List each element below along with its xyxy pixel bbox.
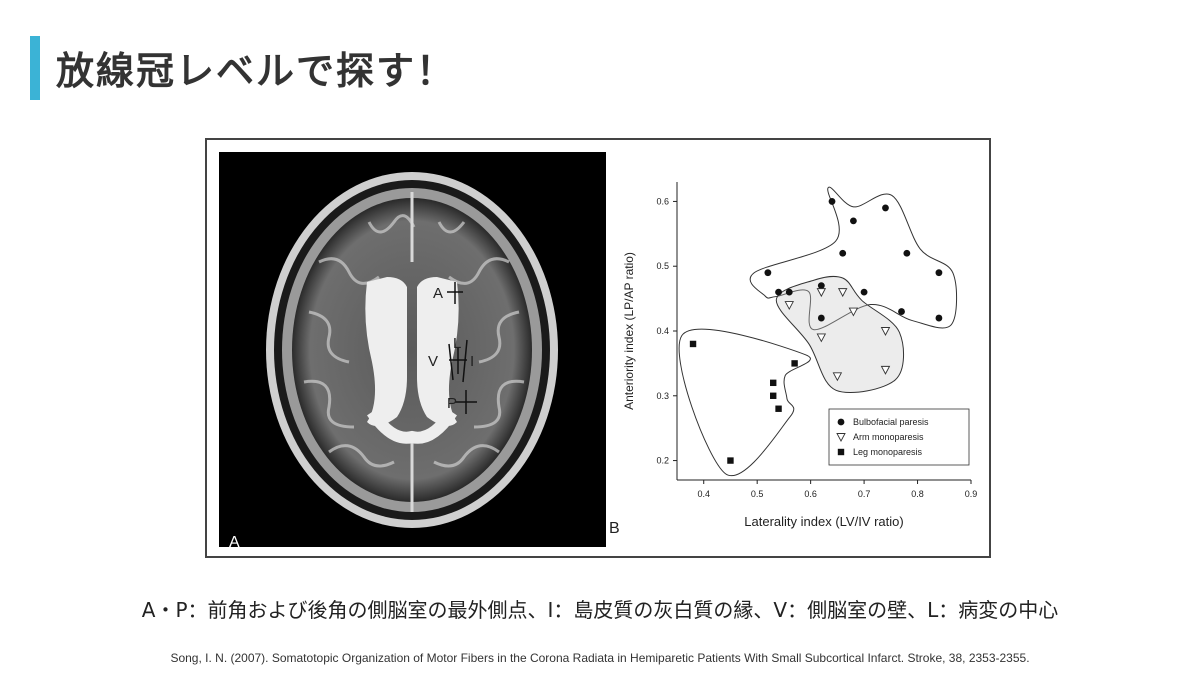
data-point [770, 379, 777, 387]
data-point [903, 249, 911, 257]
data-point [837, 288, 848, 298]
mri-image: A L V I P A [219, 152, 606, 547]
data-point [832, 372, 843, 382]
data-point [848, 307, 859, 317]
cluster-outline [749, 186, 958, 331]
y-tick-label: 0.5 [656, 261, 669, 271]
data-point [860, 288, 868, 296]
legend-marker [836, 433, 846, 442]
cluster-outline [678, 328, 811, 477]
chart-axes: 0.4 0.5 0.6 0.7 0.8 0.9 0.2 0.3 0.4 0.5 0.6Lateral… [622, 182, 977, 529]
data-point [785, 288, 793, 296]
marker-a-label: A [433, 285, 443, 302]
data-point [882, 204, 889, 212]
y-axis-title: Anteriority index (LP/AP ratio) [622, 252, 636, 410]
chart-points [689, 198, 943, 464]
scatter-chart: 0.4 0.5 0.6 0.7 0.8 0.9 0.2 0.3 0.4 0.5 0.6Lateral… [622, 182, 977, 529]
y-tick-label: 0.3 [656, 391, 669, 401]
x-tick-label: 0.8 [911, 489, 924, 499]
cluster-outline [775, 275, 904, 393]
data-point [775, 288, 782, 296]
x-tick-label: 0.9 [965, 489, 978, 499]
legend-label: Leg monoparesis [853, 447, 923, 457]
data-point [764, 269, 772, 277]
legend-marker [837, 448, 845, 456]
panel-a-label: A [229, 534, 240, 547]
legend-label: Arm monoparesis [853, 432, 924, 442]
data-point [850, 217, 857, 225]
data-point [817, 314, 825, 322]
page-title: 放線冠レベルで探す！ [56, 49, 457, 93]
data-point [816, 288, 827, 298]
citation-text: Song, I. N. (2007). Somatotopic Organiza… [170, 651, 1030, 665]
marker-v-label: V [428, 353, 438, 370]
title-accent-bar [30, 36, 40, 100]
legend-box [828, 408, 970, 466]
data-point [791, 360, 798, 367]
data-point [689, 340, 697, 348]
marker-p-label: P [447, 395, 457, 412]
data-point [935, 314, 943, 322]
x-tick-label: 0.4 [697, 489, 710, 499]
x-tick-label: 0.7 [858, 489, 871, 499]
x-axis-title: Laterality index (LV/IV ratio) [744, 514, 903, 529]
x-tick-label: 0.6 [804, 489, 817, 499]
data-point [880, 327, 891, 336]
cluster-outlines [678, 186, 958, 477]
y-tick-label: 0.4 [656, 326, 669, 336]
data-point [839, 249, 847, 257]
panel-b-label: B [609, 520, 620, 537]
data-point [784, 301, 795, 311]
y-tick-label: 0.2 [656, 456, 669, 466]
y-tick-label: 0.6 [656, 196, 669, 206]
figure-caption: A・P：前角および後角の側脳室の最外側点、I：島皮質の灰白質の縁、V：側脳室の壁… [141, 598, 1059, 622]
mri-axial-brain-image: A L V I P [266, 172, 558, 528]
legend-marker [837, 418, 845, 426]
data-point [727, 457, 734, 464]
x-tick-label: 0.5 [751, 489, 764, 499]
data-point [898, 308, 905, 315]
marker-i-label: I [470, 353, 474, 370]
data-point [817, 282, 825, 290]
data-point [816, 333, 827, 343]
data-point [770, 392, 777, 399]
data-point [828, 198, 836, 205]
data-point [775, 405, 782, 412]
marker-l-label: L [453, 335, 461, 352]
data-point [935, 269, 943, 277]
data-point [880, 365, 891, 375]
legend-label: Bulbofacial paresis [853, 417, 929, 427]
